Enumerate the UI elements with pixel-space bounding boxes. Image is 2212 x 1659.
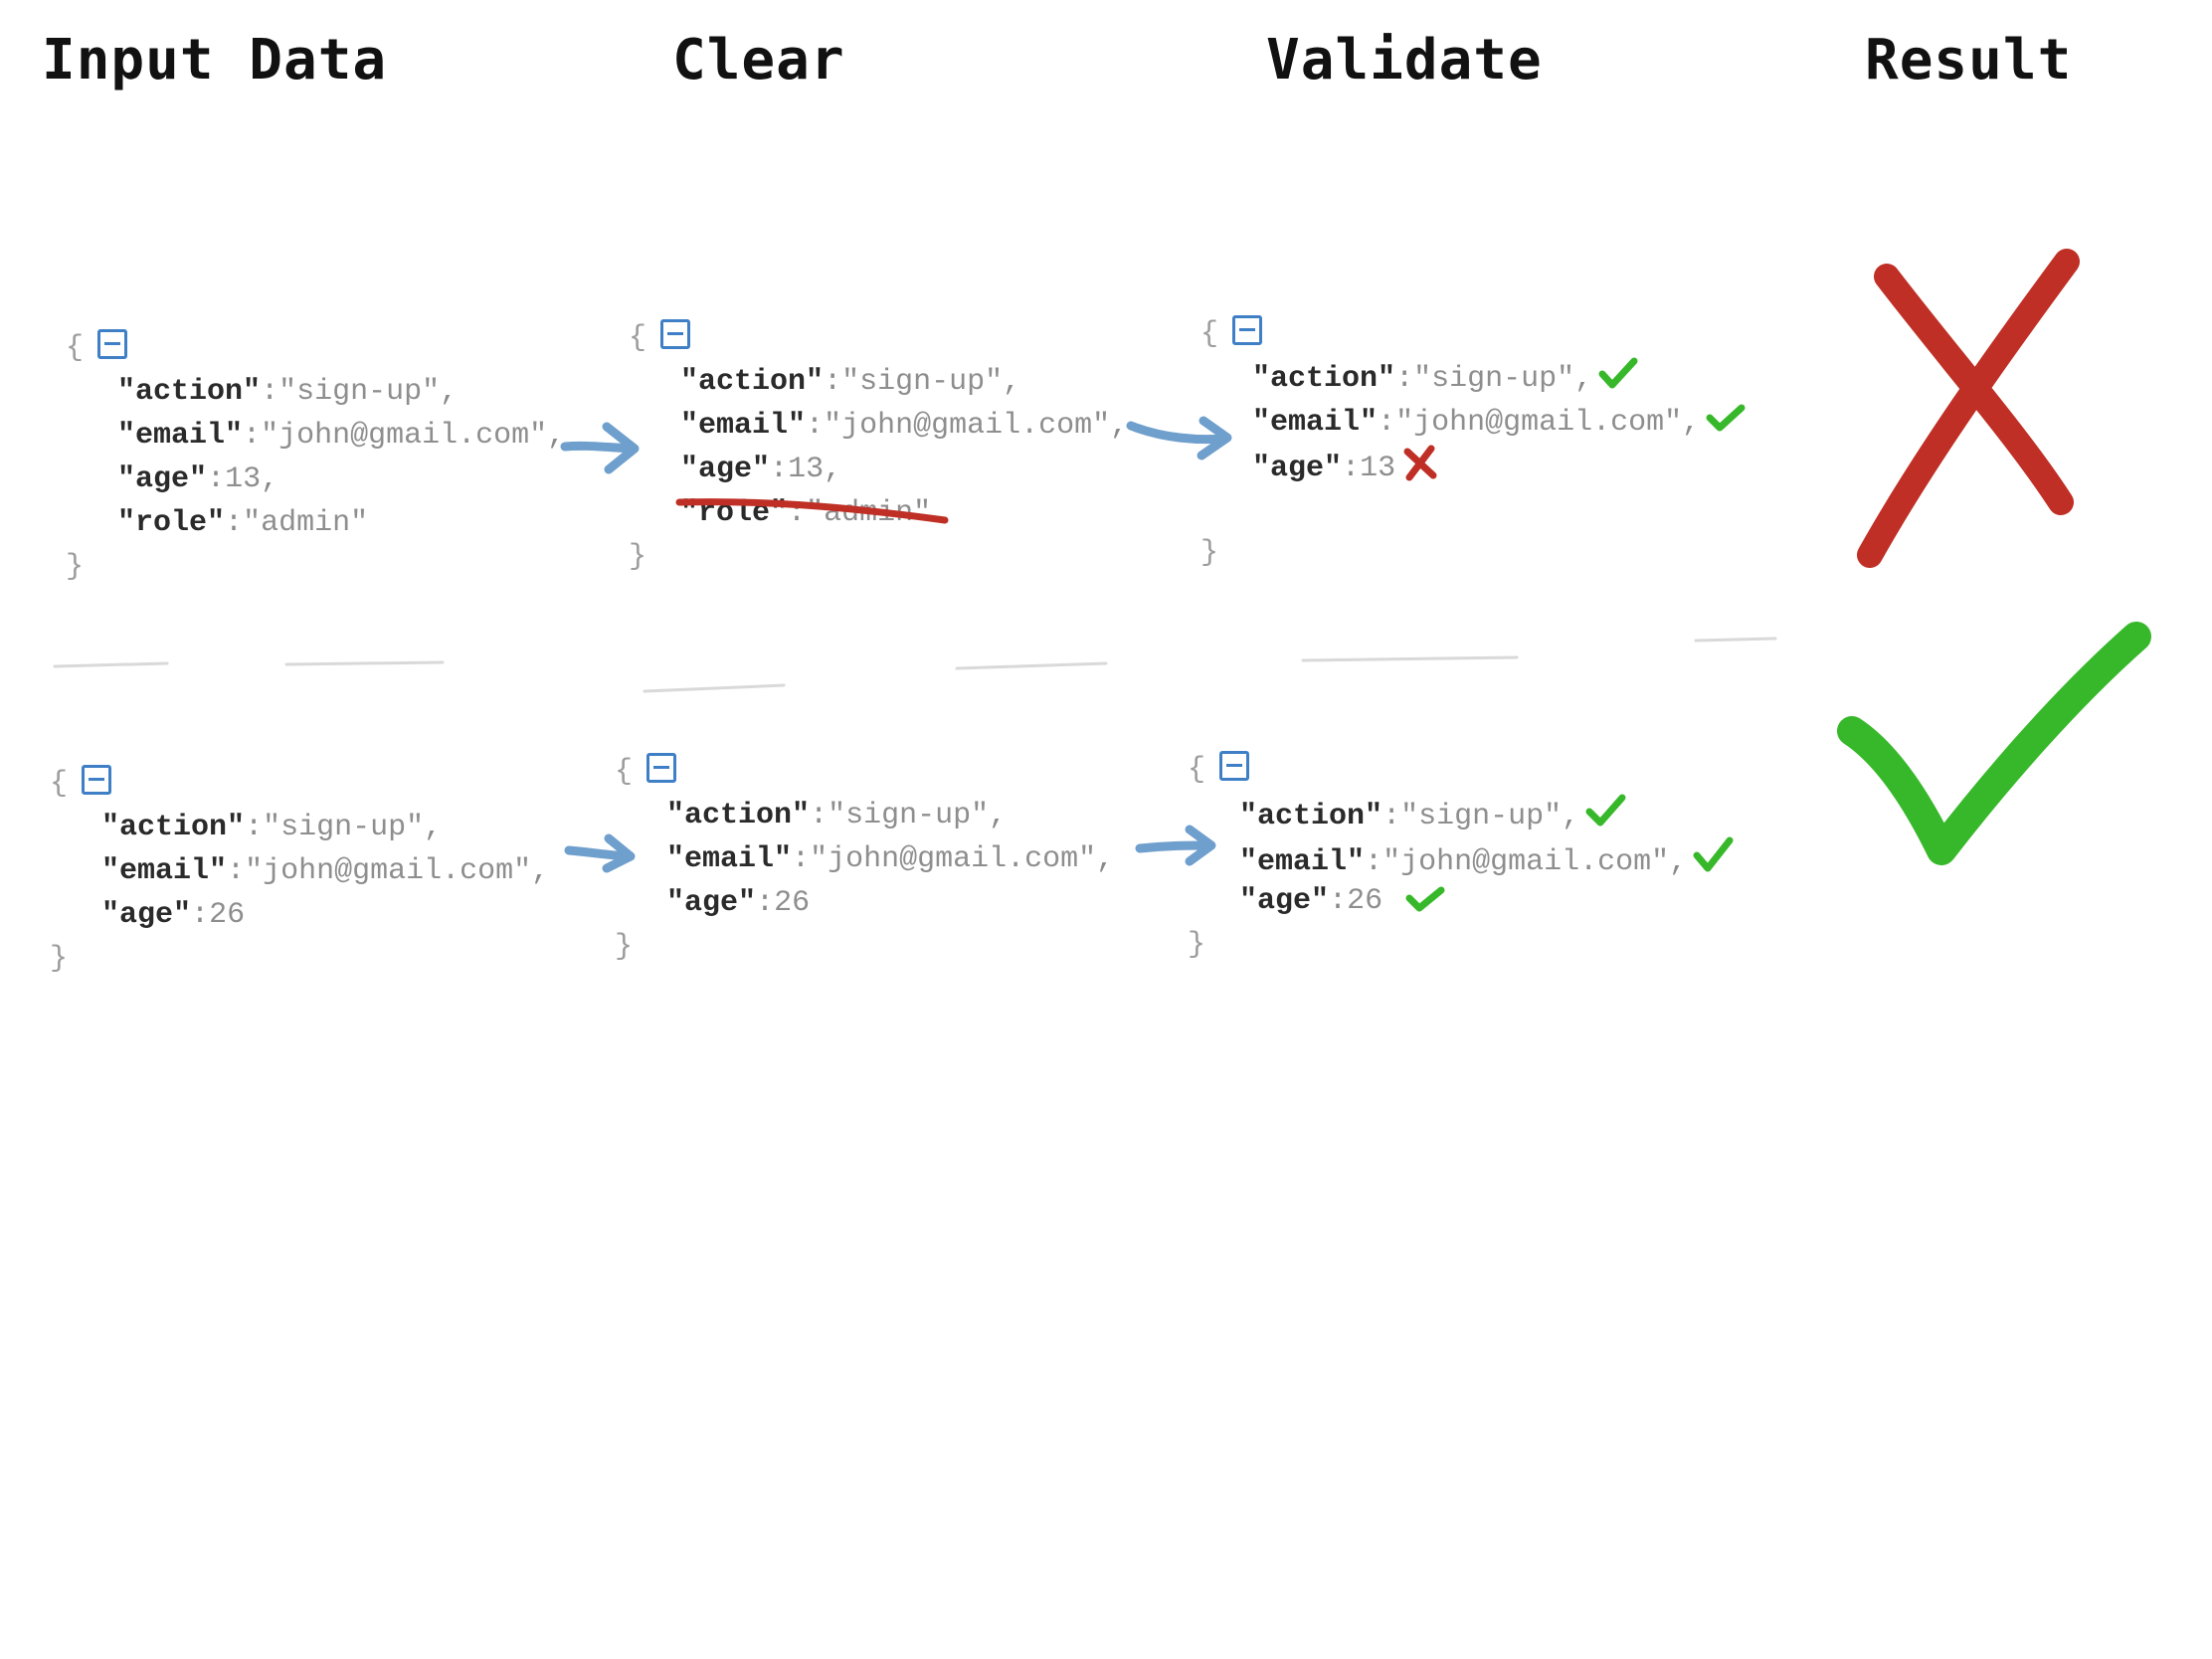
value-age: 13 <box>1360 452 1396 485</box>
check-icon <box>1693 836 1734 872</box>
check-icon <box>1585 794 1626 827</box>
arrow-clear-to-validate-row1 <box>1126 416 1232 461</box>
json-input-row1: { "action":"sign-up", "email":"john@gmai… <box>66 329 566 584</box>
key-email: email <box>135 419 226 453</box>
open-brace: { <box>50 767 69 801</box>
key-email: email <box>1270 406 1361 440</box>
key-role: role <box>135 506 208 540</box>
check-icon <box>1405 886 1445 912</box>
header-result: Result <box>1865 28 2073 92</box>
cross-icon <box>1403 445 1437 481</box>
value-age: 26 <box>774 886 811 920</box>
value-age: 13 <box>788 453 825 486</box>
key-action: action <box>698 365 807 399</box>
key-action: action <box>684 799 793 832</box>
value-email: john@gmail.com <box>828 842 1079 876</box>
header-validate: Validate <box>1266 28 1543 92</box>
key-email: email <box>698 409 789 443</box>
value-age: 13 <box>225 462 262 496</box>
collapse-icon[interactable] <box>646 753 677 783</box>
value-email: john@gmail.com <box>278 419 530 453</box>
json-validate-row2: { "action":"sign-up", "email":"john@gmai… <box>1188 748 1735 967</box>
value-age: 26 <box>209 898 246 932</box>
value-email: john@gmail.com <box>841 409 1093 443</box>
check-icon <box>1598 357 1638 389</box>
arrow-clear-to-validate-row2 <box>1135 825 1216 866</box>
value-age: 26 <box>1347 884 1383 918</box>
collapse-icon[interactable] <box>1232 315 1263 345</box>
key-email: email <box>684 842 775 876</box>
result-accepted-check-icon <box>1837 622 2151 865</box>
close-brace: } <box>1200 536 1219 570</box>
value-action: sign-up <box>296 375 423 409</box>
collapse-icon[interactable] <box>97 329 128 359</box>
key-action: action <box>119 811 228 844</box>
result-rejected-x-icon <box>1857 249 2080 568</box>
value-action: sign-up <box>1418 800 1545 833</box>
collapse-icon[interactable] <box>660 319 691 349</box>
check-icon <box>1706 404 1746 432</box>
strike-through <box>675 498 949 524</box>
value-role: admin <box>261 506 351 540</box>
value-action: sign-up <box>859 365 986 399</box>
collapse-icon[interactable] <box>1219 751 1250 781</box>
key-age: age <box>698 453 753 486</box>
open-brace: { <box>615 755 634 789</box>
header-clear: Clear <box>672 28 845 92</box>
key-action: action <box>1270 362 1379 396</box>
value-action: sign-up <box>280 811 407 844</box>
json-clear-row2: { "action":"sign-up", "email":"john@gmai… <box>615 753 1115 964</box>
value-email: john@gmail.com <box>1413 406 1665 440</box>
key-email: email <box>1257 845 1348 879</box>
key-age: age <box>119 898 174 932</box>
row-separator <box>53 637 1777 693</box>
header-input-data: Input Data <box>42 28 388 92</box>
key-action: action <box>135 375 244 409</box>
close-brace: } <box>615 930 634 964</box>
json-input-row2: { "action":"sign-up", "email":"john@gmai… <box>50 765 550 976</box>
arrow-input-to-clear-row2 <box>564 833 636 873</box>
close-brace: } <box>66 550 85 584</box>
key-age: age <box>1257 884 1312 918</box>
value-email: john@gmail.com <box>1400 845 1652 879</box>
json-validate-row1: { "action":"sign-up", "email":"john@gmai… <box>1200 312 1746 575</box>
key-age: age <box>135 462 190 496</box>
key-age: age <box>684 886 739 920</box>
arrow-input-to-clear-row1 <box>560 422 640 474</box>
value-action: sign-up <box>845 799 972 832</box>
open-brace: { <box>1200 317 1219 351</box>
value-action: sign-up <box>1431 362 1558 396</box>
close-brace: } <box>1188 928 1206 962</box>
open-brace: { <box>66 331 85 365</box>
close-brace: } <box>629 540 647 574</box>
collapse-icon[interactable] <box>82 765 112 795</box>
open-brace: { <box>629 321 647 355</box>
key-action: action <box>1257 800 1366 833</box>
close-brace: } <box>50 942 69 976</box>
value-email: john@gmail.com <box>263 854 514 888</box>
key-age: age <box>1270 452 1325 485</box>
json-clear-row1: { "action":"sign-up", "email":"john@gmai… <box>629 319 1129 574</box>
key-email: email <box>119 854 210 888</box>
open-brace: { <box>1188 753 1206 787</box>
